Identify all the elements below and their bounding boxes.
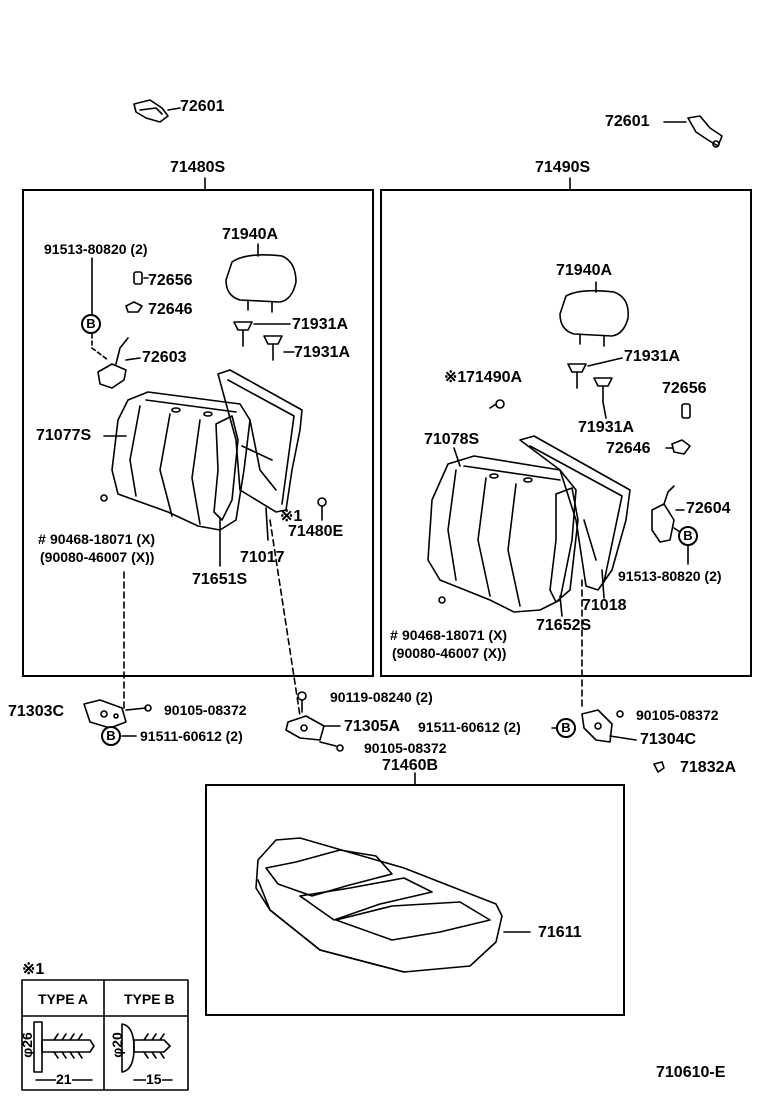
hash-clip-left: # — [38, 531, 46, 547]
label-71018: 71018 — [582, 597, 627, 614]
headrest-right — [559, 289, 630, 347]
type-legend — [21, 979, 189, 1091]
ref-mark-71480e: ※1 — [280, 508, 303, 525]
label-type-b: TYPE B — [124, 991, 175, 1007]
seatback-pad-71652s — [549, 487, 579, 603]
label-type-a: TYPE A — [38, 991, 89, 1007]
dim-type-a-length: 21 — [56, 1071, 72, 1087]
callout-badge-hinge-left: B — [101, 726, 121, 746]
dim-type-b-length: 15 — [146, 1071, 162, 1087]
harness-72601-left — [133, 99, 181, 123]
label-90105-b: 90105-08372 — [636, 707, 719, 723]
screw-71490a — [489, 399, 505, 409]
label-71931a-right-2: 71931A — [578, 419, 635, 436]
label-90105-a: 90105-08372 — [164, 702, 247, 718]
label-72601-left: 72601 — [180, 98, 225, 115]
label-90119: 90119-08240 (2) — [330, 689, 433, 705]
hinge-71303c — [83, 699, 127, 729]
callout-badge-hinge-right: B — [556, 718, 576, 738]
bolt-90105-c — [336, 744, 344, 752]
label-clip-right-2: (90080-46007 (X)) — [392, 645, 507, 661]
bolt-90119 — [297, 691, 307, 701]
label-72601-right: 72601 — [605, 113, 650, 130]
label-71480e: 71480E — [288, 523, 344, 540]
label-headrest-left: 71940A — [222, 226, 279, 243]
clip-right — [438, 596, 446, 604]
label-71832a: 71832A — [680, 759, 737, 776]
label-headrest-right: 71940A — [556, 262, 613, 279]
part-72656-left — [133, 271, 143, 285]
hash-clip-right: # — [390, 627, 398, 643]
hinge-71305a — [285, 715, 325, 741]
label-71490a: 71490A — [466, 369, 523, 386]
bolt-90105-a — [144, 704, 152, 712]
fastener-type-b — [121, 1023, 173, 1081]
screw-71480e — [317, 497, 327, 521]
leader-71078s — [453, 447, 461, 467]
harness-72601-right — [663, 115, 723, 148]
label-71931a-right-1: 71931A — [624, 348, 681, 365]
label-71480s: 71480S — [170, 159, 226, 176]
label-71651s: 71651S — [192, 571, 248, 588]
leader-71652s — [559, 595, 563, 617]
group-box-71460b — [205, 784, 625, 1016]
group-box-71490s — [380, 189, 752, 677]
label-71017: 71017 — [240, 549, 285, 566]
hinge-71304c — [581, 709, 613, 743]
harness-72604 — [651, 485, 685, 543]
label-72656-left: 72656 — [148, 272, 193, 289]
label-71303c: 71303C — [8, 703, 65, 720]
part-72656-right — [681, 403, 691, 419]
ref-mark-71490a: ※1 — [444, 369, 467, 386]
label-71460b: 71460B — [382, 757, 439, 774]
label-bolt-right: 91513-80820 (2) — [618, 568, 722, 584]
label-bolt-left: 91513-80820 (2) — [44, 241, 148, 257]
callout-badge-right: B — [678, 526, 698, 546]
label-71078s: 71078S — [424, 431, 480, 448]
label-91511-b: 91511-60612 (2) — [418, 719, 521, 735]
leader-71018 — [601, 569, 605, 599]
hinge-leader-center — [269, 519, 301, 717]
clip-left — [100, 494, 108, 502]
seatback-frame-71017 — [217, 369, 303, 513]
pin-71931a-right — [567, 357, 623, 419]
label-72604: 72604 — [686, 500, 731, 517]
seatback-pad-71651s — [213, 415, 239, 521]
dim-type-b-diameter: φ20 — [108, 1032, 125, 1058]
part-71832a — [653, 761, 665, 773]
label-71931a-left-1: 71931A — [292, 316, 349, 333]
label-90105-c: 90105-08372 — [364, 740, 447, 756]
label-71305a: 71305A — [344, 718, 401, 735]
label-71931a-left-2: 71931A — [294, 344, 351, 361]
label-clip-right-1: 90468-18071 (X) — [402, 627, 508, 643]
callout-badge-left: B — [81, 314, 101, 334]
label-clip-left-2: (90080-46007 (X)) — [40, 549, 155, 565]
figure-code: 710610-E — [656, 1064, 726, 1081]
leader-71017 — [265, 507, 269, 541]
harness-72603 — [97, 337, 141, 389]
part-72646-left — [125, 301, 143, 313]
label-72603: 72603 — [142, 349, 187, 366]
ref-mark-legend: ※1 — [22, 961, 45, 978]
label-71077s: 71077S — [36, 427, 92, 444]
label-71490s: 71490S — [535, 159, 591, 176]
label-71611: 71611 — [538, 924, 582, 941]
group-box-71480s — [22, 189, 374, 677]
label-91511-a: 91511-60612 (2) — [140, 728, 243, 744]
pin-71931a-left — [233, 321, 295, 361]
headrest-left — [225, 254, 297, 313]
seatback-frame-71018 — [519, 435, 631, 591]
label-clip-left-1: 90468-18071 (X) — [50, 531, 156, 547]
label-72646-right: 72646 — [606, 440, 651, 457]
label-71652s: 71652S — [536, 617, 592, 634]
cushion-71611 — [255, 837, 503, 973]
label-72646-left: 72646 — [148, 301, 193, 318]
label-71304c: 71304C — [640, 731, 697, 748]
label-72656-right: 72656 — [662, 380, 707, 397]
dim-type-a-diameter: φ26 — [18, 1032, 35, 1058]
part-72646-right — [671, 439, 691, 455]
bolt-90105-b — [616, 710, 624, 718]
